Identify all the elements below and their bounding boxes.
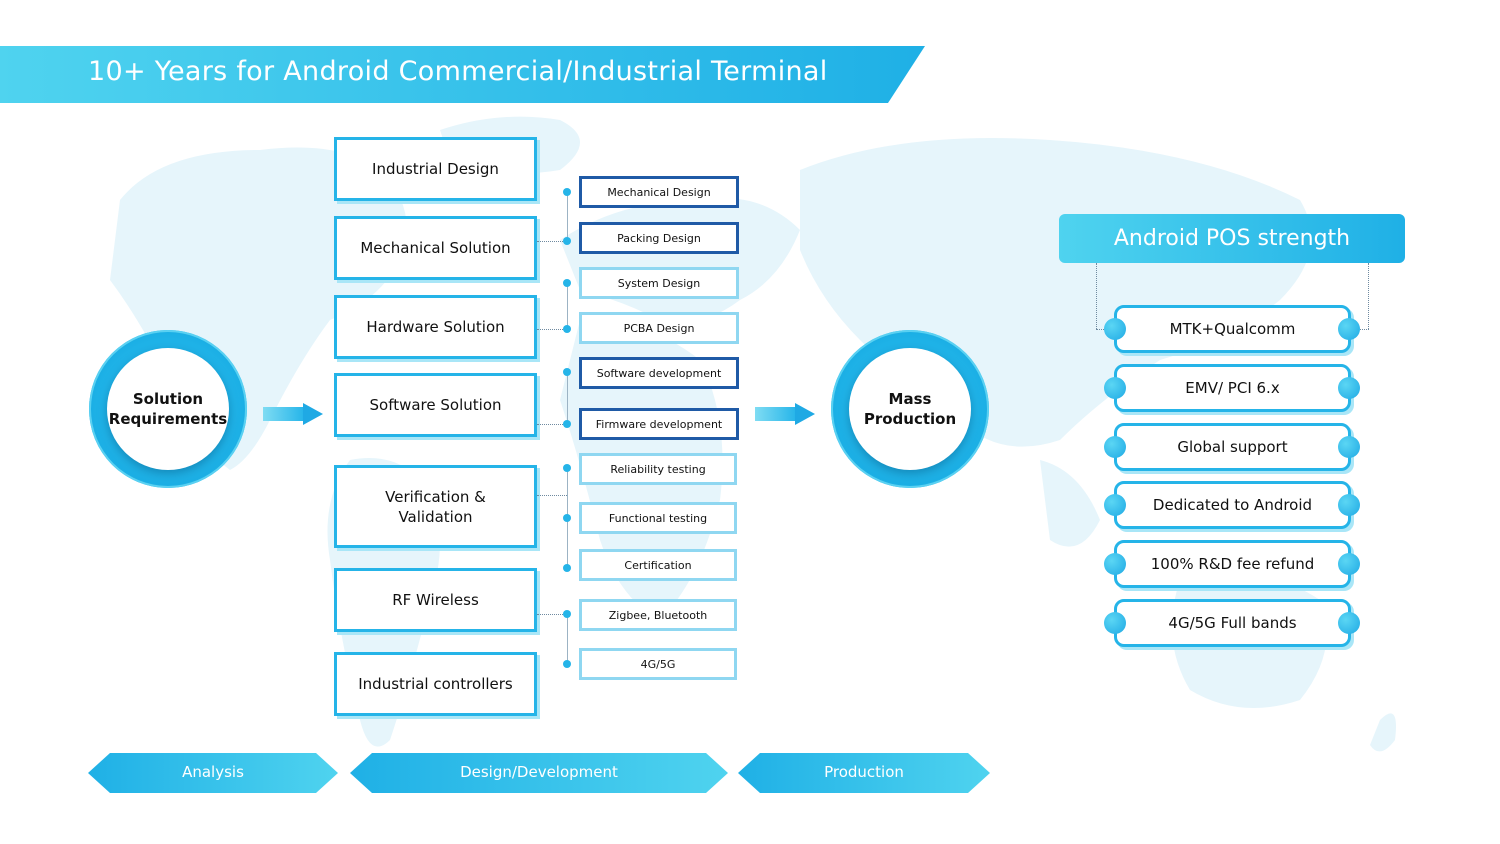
start-node: Solution Requirements bbox=[107, 348, 229, 470]
sub-step-box: Software development bbox=[579, 357, 739, 389]
bullet-dot-icon bbox=[1104, 377, 1126, 399]
connector-dash bbox=[537, 424, 567, 425]
connector-line bbox=[567, 192, 568, 241]
sub-step-box: Functional testing bbox=[579, 502, 737, 534]
main-step-box: RF Wireless bbox=[334, 568, 537, 632]
page-title: 10+ Years for Android Commercial/Industr… bbox=[88, 56, 828, 87]
phase-label: Production bbox=[824, 763, 904, 781]
main-step-box: Mechanical Solution bbox=[334, 216, 537, 280]
connector-dot-icon bbox=[563, 660, 571, 668]
connector-dot-icon bbox=[563, 368, 571, 376]
bullet-dot-icon bbox=[1104, 494, 1126, 516]
pos-bracket bbox=[1357, 329, 1369, 330]
main-step-label: Verification & Validation bbox=[385, 487, 486, 526]
sub-step-box: 4G/5G bbox=[579, 648, 737, 680]
bullet-dot-icon bbox=[1338, 377, 1360, 399]
bullet-dot-icon bbox=[1104, 553, 1126, 575]
connector-line bbox=[567, 372, 568, 424]
main-step-box: Software Solution bbox=[334, 373, 537, 437]
phase-design-development: Design/Development bbox=[350, 753, 728, 793]
connector-dash bbox=[537, 614, 567, 615]
pos-bracket bbox=[1096, 263, 1097, 329]
connector-dot-icon bbox=[563, 325, 571, 333]
connector-dot-icon bbox=[563, 188, 571, 196]
sub-step-box: System Design bbox=[579, 267, 739, 299]
connector-dot-icon bbox=[563, 464, 571, 472]
main-step-box: Industrial Design bbox=[334, 137, 537, 201]
pos-strength-item: EMV/ PCI 6.x bbox=[1114, 364, 1351, 412]
bullet-dot-icon bbox=[1104, 436, 1126, 458]
phase-label: Analysis bbox=[182, 763, 244, 781]
sub-step-box: PCBA Design bbox=[579, 312, 739, 344]
sub-step-box: Certification bbox=[579, 549, 737, 581]
end-node: Mass Production bbox=[849, 348, 971, 470]
connector-dot-icon bbox=[563, 237, 571, 245]
connector-dash bbox=[537, 329, 567, 330]
pos-strength-item: 100% R&D fee refund bbox=[1114, 540, 1351, 588]
bullet-dot-icon bbox=[1338, 553, 1360, 575]
pos-bracket bbox=[1096, 329, 1108, 330]
bullet-dot-icon bbox=[1338, 494, 1360, 516]
pos-strength-header: Android POS strength bbox=[1059, 214, 1405, 263]
sub-step-box: Mechanical Design bbox=[579, 176, 739, 208]
connector-dash bbox=[537, 495, 567, 496]
pos-bracket bbox=[1368, 263, 1369, 329]
phase-label: Design/Development bbox=[460, 763, 618, 781]
flow-arrow-right-icon bbox=[263, 403, 323, 425]
phase-analysis: Analysis bbox=[88, 753, 338, 793]
bullet-dot-icon bbox=[1338, 436, 1360, 458]
phase-production: Production bbox=[738, 753, 990, 793]
main-step-box: Hardware Solution bbox=[334, 295, 537, 359]
connector-dot-icon bbox=[563, 610, 571, 618]
connector-dot-icon bbox=[563, 279, 571, 287]
title-banner bbox=[0, 46, 925, 103]
connector-dash bbox=[537, 241, 567, 242]
bullet-dot-icon bbox=[1338, 318, 1360, 340]
connector-dot-icon bbox=[563, 420, 571, 428]
main-step-box: Verification & Validation bbox=[334, 465, 537, 548]
end-node-label: Mass Production bbox=[863, 390, 957, 428]
bullet-dot-icon bbox=[1104, 612, 1126, 634]
connector-line bbox=[567, 614, 568, 664]
sub-step-box: Packing Design bbox=[579, 222, 739, 254]
pos-strength-item: Dedicated to Android bbox=[1114, 481, 1351, 529]
sub-step-box: Zigbee, Bluetooth bbox=[579, 599, 737, 631]
connector-line bbox=[567, 283, 568, 329]
main-step-box: Industrial controllers bbox=[334, 652, 537, 716]
sub-step-box: Reliability testing bbox=[579, 453, 737, 485]
connector-dot-icon bbox=[563, 564, 571, 572]
pos-strength-item: Global support bbox=[1114, 423, 1351, 471]
bullet-dot-icon bbox=[1104, 318, 1126, 340]
sub-step-box: Firmware development bbox=[579, 408, 739, 440]
flow-arrow-right-icon bbox=[755, 403, 815, 425]
pos-strength-item: MTK+Qualcomm bbox=[1114, 305, 1351, 353]
connector-dot-icon bbox=[563, 514, 571, 522]
pos-strength-item: 4G/5G Full bands bbox=[1114, 599, 1351, 647]
bullet-dot-icon bbox=[1338, 612, 1360, 634]
start-node-label: Solution Requirements bbox=[108, 390, 228, 428]
